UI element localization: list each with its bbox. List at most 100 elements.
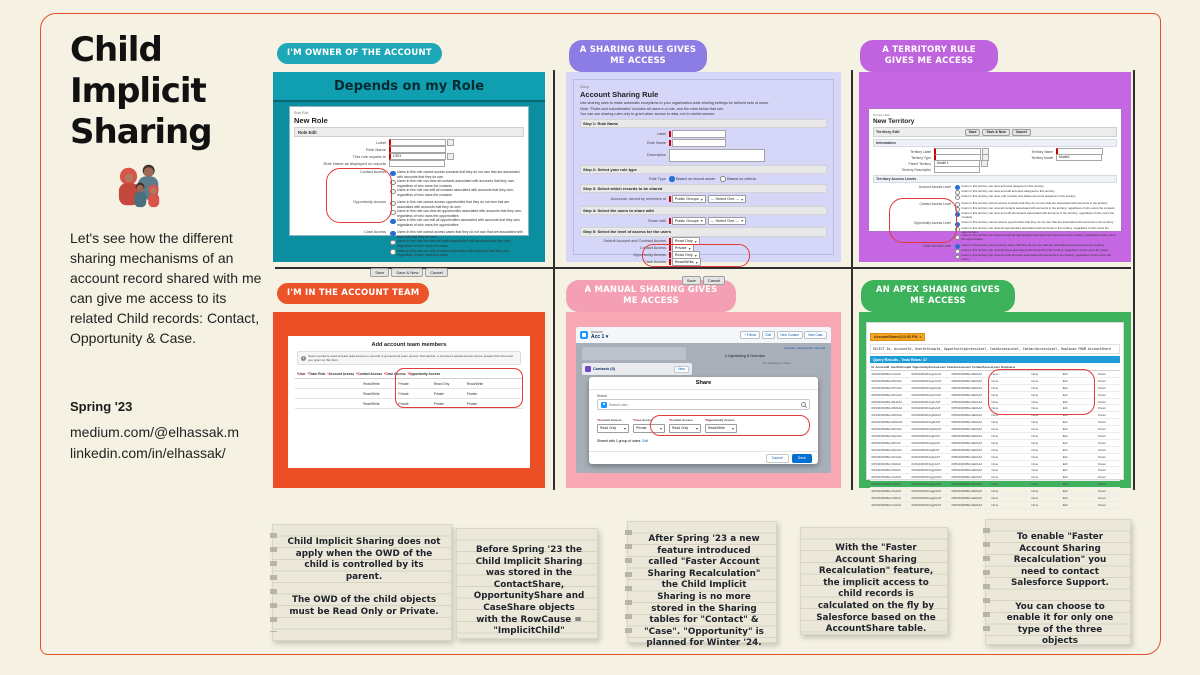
radio-option[interactable]: Users in this role can view all cases as… — [390, 239, 524, 248]
case-access-cell[interactable]: Private — [433, 391, 445, 396]
text-input[interactable] — [389, 160, 445, 167]
search-input[interactable]: Search User... — [597, 399, 810, 410]
radio-option[interactable]: Users in this territory can view and edi… — [955, 211, 1117, 220]
radio-icon[interactable] — [390, 170, 396, 176]
opportunity-access-cell[interactable]: Private — [466, 401, 478, 406]
action-button[interactable]: + Follow — [740, 331, 761, 339]
form-button[interactable]: Save — [370, 267, 390, 277]
radio-icon[interactable] — [390, 218, 396, 225]
text-input[interactable]: Model1 — [1056, 154, 1102, 161]
medium-link[interactable]: medium.com/@elhassak.m — [70, 423, 240, 440]
access-select[interactable]: Read/Write — [671, 258, 701, 267]
case-access-cell[interactable]: Read Only — [433, 381, 450, 386]
group-select[interactable]: Public Groups — [671, 216, 706, 225]
radio-icon[interactable] — [955, 184, 960, 190]
radio-option[interactable]: Users in this territory can view all con… — [955, 206, 1117, 213]
radio-option[interactable]: Users in this territory can view and edi… — [955, 253, 1117, 262]
radio-option[interactable]: Users in this role can edit all opportun… — [390, 218, 524, 227]
text-input[interactable] — [389, 139, 446, 146]
lookup-icon[interactable] — [447, 153, 454, 160]
radio-option[interactable]: Users in this role can edit all cases as… — [390, 249, 524, 258]
close-icon[interactable]: × — [821, 328, 827, 338]
action-button[interactable]: New Case — [804, 331, 827, 339]
radio-option[interactable]: Users in this territory cannot access co… — [955, 201, 1117, 207]
radio-icon[interactable] — [390, 179, 396, 186]
value-select[interactable]: --- Select One --- — [707, 216, 747, 225]
new-contact-button[interactable]: New — [674, 365, 689, 373]
radio-icon[interactable] — [955, 202, 960, 207]
form-button[interactable]: Save & New — [391, 267, 424, 277]
radio-option[interactable]: Users in this territory can view, edit, … — [955, 194, 1076, 201]
save-button[interactable]: Save — [791, 453, 812, 463]
contact-access-cell[interactable]: Private — [398, 391, 409, 396]
access-select[interactable]: Private — [633, 423, 665, 433]
radio-option[interactable]: Users in this territory can view all opp… — [955, 226, 1117, 235]
access-select[interactable]: Read/Write — [705, 423, 737, 433]
radio-icon[interactable] — [955, 227, 960, 232]
radio-option[interactable]: Users in this role can view all opportun… — [390, 209, 524, 218]
radio-icon[interactable] — [955, 221, 960, 227]
value-select[interactable]: --- Select One --- — [707, 195, 747, 204]
linkedin-link[interactable]: linkedin.com/in/elhassak/ — [70, 445, 226, 462]
radio-option[interactable]: Users in this territory cannot access ca… — [955, 243, 1117, 250]
form-button[interactable]: Cancel — [425, 267, 448, 277]
radio-option[interactable]: Users in this territory cannot access op… — [955, 221, 1117, 227]
action-button[interactable]: New Contact — [776, 331, 803, 339]
radio-icon[interactable] — [955, 254, 960, 260]
access-select[interactable]: Read Only — [669, 423, 701, 433]
label-input[interactable] — [671, 129, 726, 138]
cancel-button[interactable]: Cancel — [765, 453, 789, 463]
radio-option[interactable]: Users in this territory can view all cas… — [955, 248, 1117, 255]
radio-icon[interactable] — [390, 230, 396, 237]
activity-section[interactable]: ∨ Upcoming & Overdue — [724, 354, 765, 358]
access-select[interactable]: Read Only — [597, 423, 629, 433]
radio-option[interactable]: Users in this role can edit all contacts… — [390, 188, 524, 197]
contact-access-cell[interactable]: Private — [398, 381, 409, 386]
radio-option[interactable]: Users in this territory can view account… — [955, 184, 1076, 190]
account-access-cell[interactable]: Read/Write — [363, 391, 380, 396]
radio-option[interactable]: Users in this role can view all contacts… — [390, 179, 524, 188]
action-button[interactable]: Edit — [761, 331, 776, 339]
contact-access-cell[interactable]: Private — [398, 401, 409, 406]
text-input[interactable] — [934, 166, 980, 173]
radio-icon[interactable] — [390, 239, 396, 246]
case-access-cell[interactable]: Private — [433, 401, 445, 406]
radio-icon[interactable] — [390, 188, 396, 195]
caret-icon[interactable]: ▾ — [605, 334, 609, 340]
form-button[interactable]: Save & New — [982, 128, 1010, 136]
radio-icon[interactable] — [955, 207, 960, 213]
form-button[interactable]: Cancel — [1011, 128, 1031, 136]
radio-icon[interactable] — [720, 176, 726, 182]
group-select[interactable]: Public Groups — [671, 195, 706, 204]
radio-option[interactable]: Users in this role cannot access contact… — [390, 170, 524, 179]
form-button[interactable]: Save — [964, 128, 981, 136]
soql-query[interactable]: SELECT Id, AccountId, UserOrGroupId, Opp… — [870, 344, 1120, 354]
description-textarea[interactable] — [669, 148, 765, 162]
radio-icon[interactable] — [390, 209, 396, 216]
text-input[interactable]: CEO — [389, 153, 446, 160]
lookup-icon[interactable] — [447, 139, 454, 146]
lookup-icon[interactable] — [981, 160, 988, 167]
edit-link[interactable]: Edit — [642, 438, 649, 443]
radio-icon[interactable] — [669, 176, 675, 182]
text-input[interactable] — [389, 146, 446, 153]
radio-icon[interactable] — [955, 212, 960, 218]
radio-icon[interactable] — [390, 249, 396, 255]
radio-icon[interactable] — [955, 195, 960, 201]
opportunity-access-cell[interactable]: Read/Write — [466, 381, 484, 386]
radio-option[interactable]: Users in this territory can view and edi… — [955, 189, 1076, 195]
rule-name-input[interactable] — [671, 139, 726, 148]
radio-icon[interactable] — [955, 249, 960, 255]
activity-links[interactable]: Refresh • Expand All • View All — [784, 346, 825, 350]
radio-icon[interactable] — [955, 234, 960, 240]
radio-option[interactable]: Users in this role cannot access cases t… — [390, 230, 524, 239]
opportunity-access-cell[interactable]: Private — [466, 391, 478, 396]
chevron-down-icon[interactable]: ∨ — [724, 354, 728, 358]
radio-icon[interactable] — [390, 200, 396, 207]
account-access-cell[interactable]: Read/Write — [363, 401, 380, 406]
radio-icon[interactable] — [955, 244, 960, 250]
form-button[interactable]: Save — [681, 275, 701, 285]
tab-close-icon[interactable]: x — [919, 335, 922, 339]
account-access-cell[interactable]: Read/Write — [363, 381, 380, 386]
